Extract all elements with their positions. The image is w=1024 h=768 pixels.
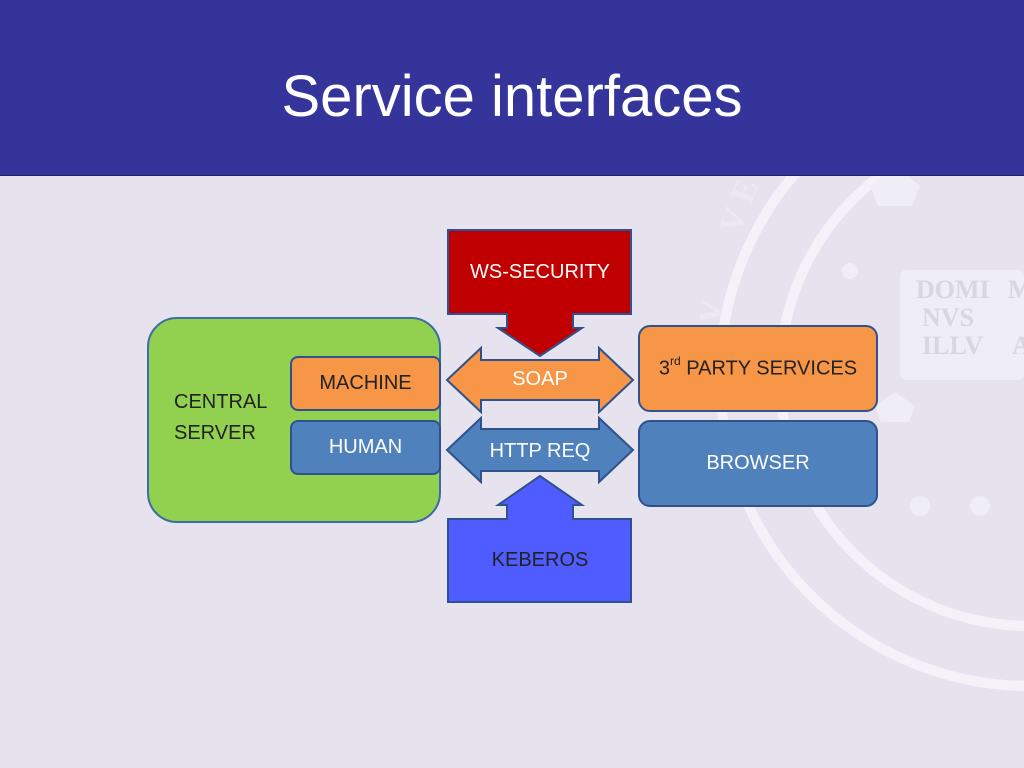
crown-shape-top xyxy=(870,176,920,206)
motto-edge1: M xyxy=(1008,275,1024,304)
human-box: HUMAN xyxy=(290,420,441,475)
http-req-double-arrow xyxy=(445,415,635,485)
third-party-suffix: PARTY SERVICES xyxy=(680,357,858,380)
human-label: HUMAN xyxy=(328,436,403,458)
third-party-superscript: rd xyxy=(670,354,681,369)
soap-double-arrow xyxy=(445,345,635,415)
motto-line1: DOMI xyxy=(916,275,990,304)
machine-label: MACHINE xyxy=(319,372,412,394)
title-bar: Service interfaces xyxy=(0,0,1024,176)
browser-label: BROWSER xyxy=(706,452,810,474)
open-book-shape xyxy=(900,270,1024,380)
keberos-label: KEBEROS xyxy=(491,549,589,571)
machine-box: MACHINE xyxy=(290,356,441,411)
motto-edge2: A xyxy=(1012,331,1024,360)
third-party-services-label: 3rd PARTY SERVICES xyxy=(658,354,858,381)
central-server-label: CENTRAL SERVER xyxy=(174,387,267,449)
third-party-prefix: 3 xyxy=(658,357,671,380)
crown-shape-middle xyxy=(875,392,915,422)
browser-box: BROWSER xyxy=(638,420,878,507)
ws-security-callout xyxy=(447,229,632,358)
keberos-callout xyxy=(447,474,632,603)
central-server-label-line1: CENTRAL xyxy=(174,391,268,413)
http-req-label: HTTP REQ xyxy=(489,440,591,462)
motto-line2: NVS xyxy=(922,303,974,332)
third-party-services-box: 3rd PARTY SERVICES xyxy=(638,325,878,412)
motto-line3: ILLV xyxy=(922,331,983,360)
ws-security-label: WS-SECURITY xyxy=(470,261,610,283)
slide-title: Service interfaces xyxy=(281,64,743,129)
central-server-label-line2: SERVER xyxy=(174,422,256,444)
soap-label: SOAP xyxy=(512,368,568,390)
